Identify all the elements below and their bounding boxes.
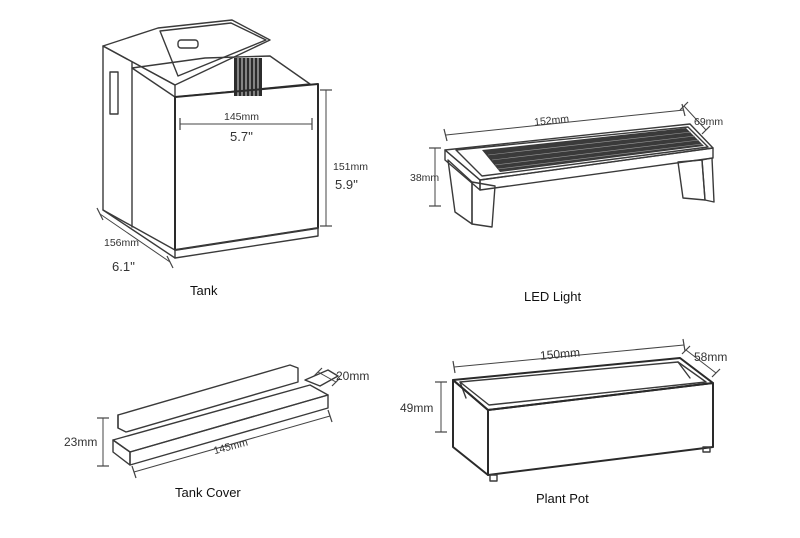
tank-cover-drawing	[112, 364, 339, 466]
tank-cover-caption: Tank Cover	[175, 485, 241, 500]
tank-drawing	[102, 19, 319, 259]
pot-depth-dimension	[681, 345, 721, 378]
pot-length-label: 150mm	[539, 345, 580, 362]
tank-height-dimension	[320, 89, 332, 227]
tank-width-mm-label: 145mm	[224, 111, 259, 123]
tank-width-dimension	[179, 118, 313, 130]
tank-depth-mm-label: 156mm	[104, 237, 139, 249]
pot-length-dimension	[452, 338, 686, 374]
tank-depth-in-label: 6.1''	[112, 259, 135, 274]
cover-length-dimension	[131, 409, 333, 479]
tank-height-mm-label: 151mm	[333, 161, 368, 173]
tank-depth-dimension	[96, 207, 174, 269]
plant-pot-caption: Plant Pot	[536, 491, 589, 506]
cover-height-dimension	[97, 417, 109, 467]
plant-pot-drawing	[452, 357, 714, 482]
cover-height-label: 23mm	[64, 435, 97, 449]
tank-height-in-label: 5.9''	[335, 177, 358, 192]
led-light-caption: LED Light	[524, 289, 581, 304]
pot-height-label: 49mm	[400, 401, 433, 415]
tank-caption: Tank	[190, 283, 218, 298]
led-length-label: 152mm	[534, 113, 570, 129]
led-grille-icon	[482, 128, 704, 172]
pot-height-dimension	[435, 381, 447, 433]
led-width-dimension	[679, 101, 711, 135]
led-width-label: 69mm	[694, 116, 723, 128]
cover-depth-label: 20mm	[336, 369, 369, 383]
filter-fins-icon	[234, 58, 262, 96]
tank-width-in-label: 5.7''	[230, 129, 253, 144]
led-height-label: 38mm	[410, 172, 439, 184]
cover-depth-dimension	[313, 367, 341, 387]
pot-depth-label: 58mm	[694, 350, 727, 364]
led-light-drawing	[444, 123, 715, 228]
led-height-dimension	[429, 147, 441, 207]
led-length-dimension	[443, 103, 686, 142]
